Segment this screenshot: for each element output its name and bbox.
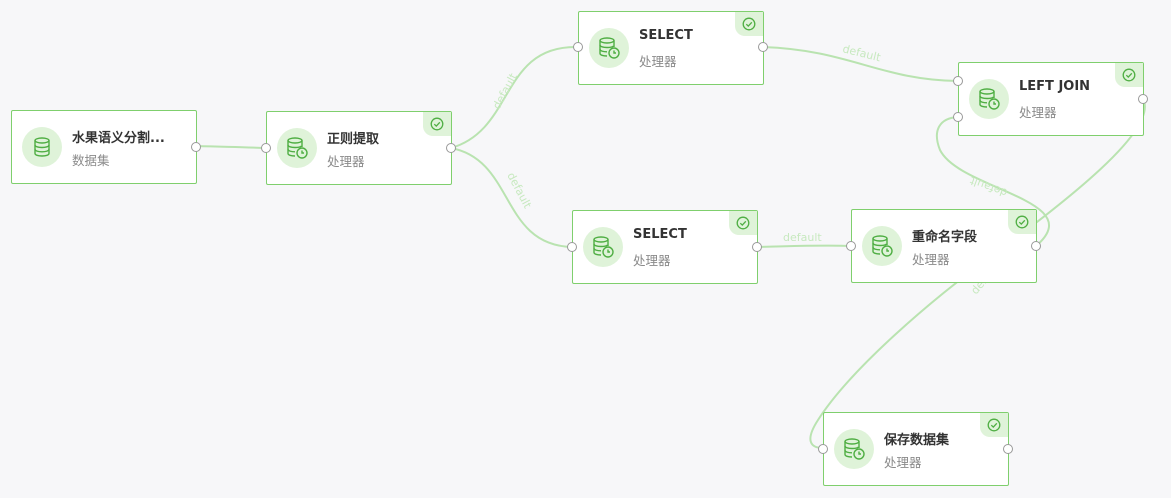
- node-subtitle: 处理器: [327, 154, 365, 169]
- port-save-out[interactable]: [1003, 444, 1013, 454]
- database-clock-icon: [589, 28, 629, 68]
- node-select-bottom[interactable]: SELECT 处理器: [572, 210, 758, 284]
- port-rename-in[interactable]: [846, 241, 856, 251]
- node-regex[interactable]: 正则提取 处理器: [266, 111, 452, 185]
- database-clock-icon: [862, 226, 902, 266]
- database-icon: [22, 127, 62, 167]
- node-title: SELECT: [633, 227, 687, 242]
- node-title: LEFT JOIN: [1019, 79, 1091, 94]
- node-title: 保存数据集: [884, 433, 950, 448]
- port-select-bottom-in[interactable]: [567, 242, 577, 252]
- node-subtitle: 处理器: [884, 455, 922, 470]
- check-circle-icon: [980, 413, 1008, 437]
- edge-label-select-top-left-join: default: [841, 42, 882, 64]
- node-subtitle: 处理器: [639, 54, 677, 69]
- edge-select-top-to-left-join[interactable]: [762, 46, 959, 82]
- node-title: 正则提取: [327, 132, 380, 147]
- edge-regex-to-select-bottom[interactable]: [450, 147, 573, 248]
- node-save-dataset[interactable]: 保存数据集 处理器: [823, 412, 1009, 486]
- database-clock-icon: [834, 429, 874, 469]
- edge-select-bottom-to-rename[interactable]: [756, 244, 852, 248]
- database-clock-icon: [583, 227, 623, 267]
- port-regex-in[interactable]: [261, 143, 271, 153]
- check-circle-icon: [729, 211, 757, 235]
- port-select-top-in[interactable]: [573, 42, 583, 52]
- node-title: 水果语义分割...: [72, 131, 165, 146]
- node-title: 重命名字段: [912, 230, 978, 245]
- node-left-join[interactable]: LEFT JOIN 处理器: [958, 62, 1144, 136]
- edge-regex-to-select-top[interactable]: [450, 45, 579, 149]
- edge-dataset-to-regex[interactable]: [195, 145, 267, 149]
- port-left-join-in-1[interactable]: [953, 76, 963, 86]
- port-left-join-in-2[interactable]: [953, 112, 963, 122]
- edge-label-regex-select-bottom: default: [504, 170, 534, 211]
- port-regex-out[interactable]: [446, 143, 456, 153]
- edge-label-rename-left-join: default: [968, 174, 1009, 200]
- node-rename[interactable]: 重命名字段 处理器: [851, 209, 1037, 283]
- port-left-join-out[interactable]: [1138, 94, 1148, 104]
- check-circle-icon: [1115, 63, 1143, 87]
- port-select-top-out[interactable]: [758, 42, 768, 52]
- node-subtitle: 处理器: [912, 252, 950, 267]
- node-subtitle: 处理器: [1019, 105, 1057, 120]
- node-subtitle: 处理器: [633, 253, 671, 268]
- check-circle-icon: [1008, 210, 1036, 234]
- node-subtitle: 数据集: [72, 153, 110, 168]
- edge-label-select-bottom-rename: default: [783, 231, 822, 244]
- check-circle-icon: [735, 12, 763, 36]
- node-title: SELECT: [639, 28, 693, 43]
- port-save-in[interactable]: [818, 444, 828, 454]
- database-clock-icon: [969, 79, 1009, 119]
- node-select-top[interactable]: SELECT 处理器: [578, 11, 764, 85]
- check-circle-icon: [423, 112, 451, 136]
- port-rename-out[interactable]: [1031, 241, 1041, 251]
- database-clock-icon: [277, 128, 317, 168]
- port-select-bottom-out[interactable]: [752, 242, 762, 252]
- port-dataset-out[interactable]: [191, 142, 201, 152]
- edge-label-regex-select-top: default: [490, 71, 520, 112]
- node-dataset[interactable]: 水果语义分割... 数据集: [11, 110, 197, 184]
